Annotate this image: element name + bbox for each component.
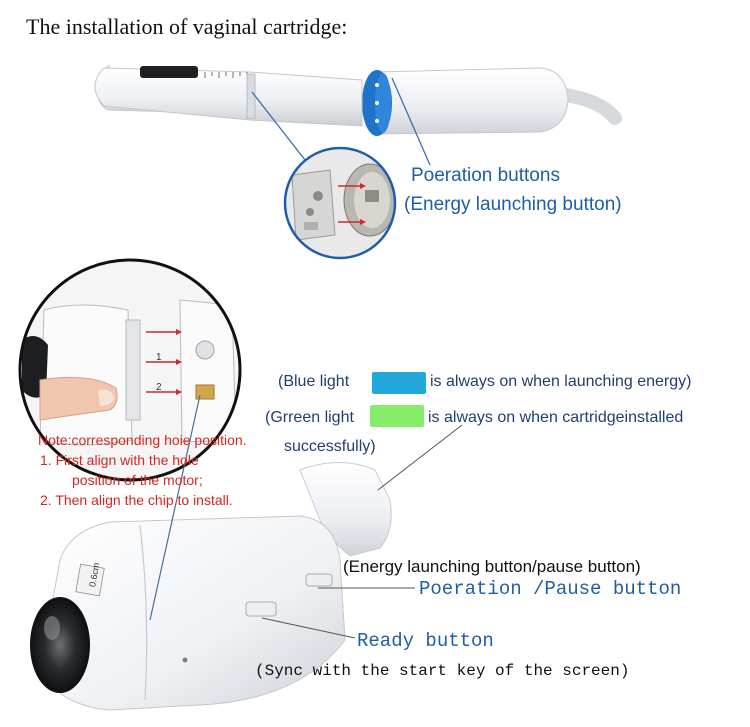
blue-light-description: is always on when launching energy) [430, 373, 691, 391]
operation-pause-button-label: Poeration /Pause button [419, 578, 681, 600]
sync-note-label: (Sync with the start key of the screen) [255, 662, 629, 680]
leader-line-lights [378, 425, 462, 490]
operation-buttons-label: Poeration buttons [411, 165, 560, 187]
green-light-description-tail: successfully) [284, 438, 376, 456]
note-header: Note:corresponding hoie position. [38, 432, 247, 448]
operation-pause-button[interactable] [306, 574, 332, 586]
energy-pause-button-label: (Energy launching button/pause button) [343, 557, 641, 577]
green-light-label: (Grreen light [265, 409, 354, 427]
note-step-1-cont: position of the motor; [72, 472, 203, 488]
green-light-swatch [370, 405, 424, 427]
ready-button[interactable] [246, 602, 276, 616]
inset-number-2: 2 [156, 382, 162, 393]
note-step-1: 1. First align with the hole [40, 452, 199, 468]
inset-number-1: 1 [156, 352, 162, 363]
blue-light-swatch [372, 372, 426, 394]
green-light-description: is always on when cartridgeinstalled [428, 409, 683, 427]
vaginal-probe-image [95, 65, 615, 136]
blue-light-label: (Blue light [278, 373, 349, 391]
note-step-2: 2. Then align the chip to install. [40, 492, 233, 508]
cartridge-connector-inset [280, 148, 400, 258]
ready-button-label: Ready button [357, 630, 494, 652]
energy-launching-button-label: (Energy launching button) [404, 194, 622, 216]
